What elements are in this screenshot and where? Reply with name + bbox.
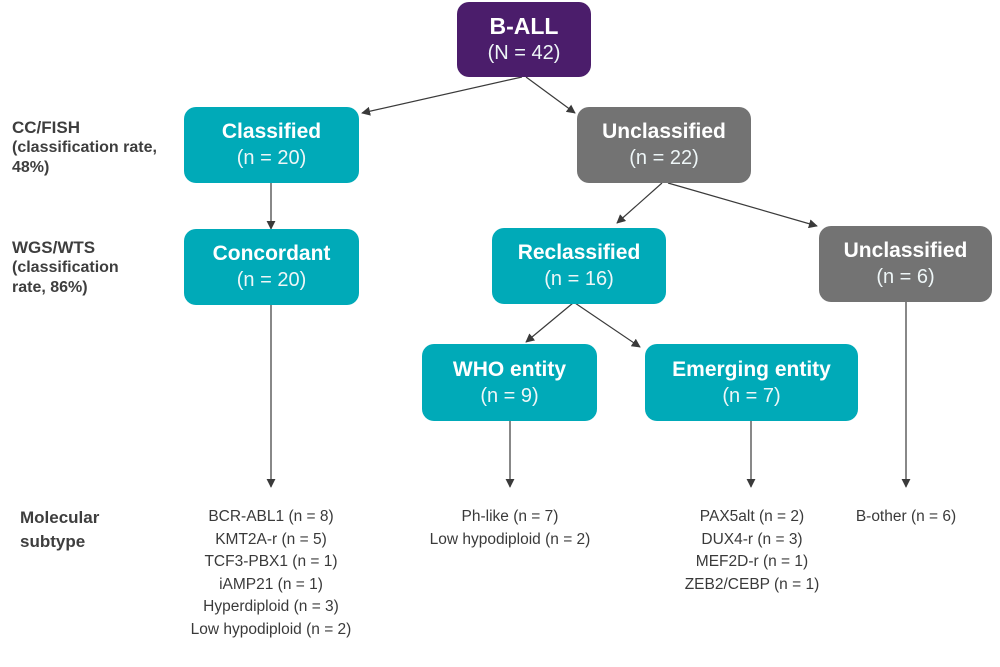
- subtype-item: MEF2D-r (n = 1): [695, 553, 809, 570]
- arrow-ball-to-classified: [361, 76, 523, 116]
- subtype-item: TCF3-PBX1 (n = 1): [204, 553, 338, 570]
- node-unclassified-primary-title: Unclassified: [602, 120, 726, 143]
- node-who-entity-title: WHO entity: [452, 357, 567, 381]
- node-unclassified-remaining: Unclassified (n = 6): [819, 226, 992, 302]
- node-classified-count: (n = 20): [236, 147, 307, 169]
- node-b-all: B-ALL (N = 42): [457, 2, 591, 77]
- arrow-reclassified-to-emerging: [574, 302, 641, 348]
- subtype-list-concordant: BCR-ABL1 (n = 8) KMT2A-r (n = 5) TCF3-PBX1…: [171, 506, 371, 641]
- stage-label-molecular-subtype: Molecular subtype: [20, 506, 99, 554]
- node-classified: Classified (n = 20): [184, 107, 359, 183]
- stage-label-wgswts-detail-2: rate, 86%): [12, 279, 88, 296]
- node-b-all-title: B-ALL: [489, 12, 559, 39]
- node-unclassified-primary: Unclassified (n = 22): [577, 107, 751, 183]
- subtype-item: Low hypodiploid (n = 2): [429, 530, 591, 548]
- node-emerging-entity: Emerging entity (n = 7): [645, 344, 858, 421]
- subtype-item: Hyperdiploid (n = 3): [203, 598, 339, 615]
- stage-label-ccfish-main: CC/FISH: [12, 118, 80, 137]
- subtype-item: DUX4-r (n = 3): [701, 530, 803, 548]
- node-b-all-count: (N = 42): [487, 41, 561, 64]
- node-classified-title: Classified: [221, 120, 322, 143]
- stage-label-molecular-line-2: subtype: [20, 532, 86, 551]
- subtype-item: KMT2A-r (n = 5): [215, 530, 327, 548]
- node-who-entity: WHO entity (n = 9): [422, 344, 597, 421]
- stage-label-wgswts: WGS/WTS (classification rate, 86%): [12, 238, 119, 298]
- stage-label-wgswts-main: WGS/WTS: [12, 238, 96, 257]
- node-concordant: Concordant (n = 20): [184, 229, 359, 305]
- subtype-item: BCR-ABL1 (n = 8): [208, 508, 334, 525]
- subtype-list-emerging-entity: PAX5alt (n = 2) DUX4-r (n = 3) MEF2D-r (n …: [652, 506, 852, 596]
- node-unclassified-remaining-count: (n = 6): [876, 266, 935, 288]
- stage-label-ccfish-detail-2: 48%): [12, 159, 50, 176]
- node-emerging-entity-count: (n = 7): [722, 384, 781, 407]
- subtype-item: iAMP21 (n = 1): [219, 575, 323, 593]
- node-unclassified-primary-count: (n = 22): [629, 147, 699, 169]
- subtype-item: Low hypodiploid (n = 2): [190, 620, 352, 638]
- node-concordant-title: Concordant: [212, 242, 331, 265]
- node-who-entity-count: (n = 9): [480, 384, 539, 407]
- stage-label-wgswts-detail-1: (classification: [12, 259, 119, 276]
- subtype-item: Ph-like (n = 7): [461, 508, 559, 525]
- subtype-list-who-entity: Ph-like (n = 7) Low hypodiploid (n = 2): [410, 506, 610, 551]
- subtype-item: PAX5alt (n = 2): [699, 508, 805, 525]
- arrow-unclassified-22-to-reclassified: [616, 182, 663, 224]
- stage-label-molecular-line-1: Molecular: [20, 508, 100, 527]
- arrow-unclassified-22-to-unclassified-6: [667, 182, 818, 229]
- node-unclassified-remaining-title: Unclassified: [843, 239, 968, 262]
- node-reclassified-count: (n = 16): [544, 268, 614, 290]
- node-emerging-entity-title: Emerging entity: [672, 357, 831, 381]
- arrow-reclassified-to-who: [525, 302, 574, 343]
- arrow-ball-to-unclassified-22: [525, 76, 576, 114]
- stage-label-ccfish-detail-1: (classification rate,: [12, 139, 157, 156]
- subtype-item: ZEB2/CEBP (n = 1): [684, 575, 820, 593]
- node-reclassified-title: Reclassified: [517, 241, 641, 264]
- node-concordant-count: (n = 20): [236, 269, 307, 291]
- stage-label-ccfish: CC/FISH (classification rate, 48%): [12, 118, 157, 178]
- node-reclassified: Reclassified (n = 16): [492, 228, 666, 304]
- subtype-list-b-other: B-other (n = 6): [806, 506, 1000, 529]
- subtype-item: B-other (n = 6): [855, 508, 957, 525]
